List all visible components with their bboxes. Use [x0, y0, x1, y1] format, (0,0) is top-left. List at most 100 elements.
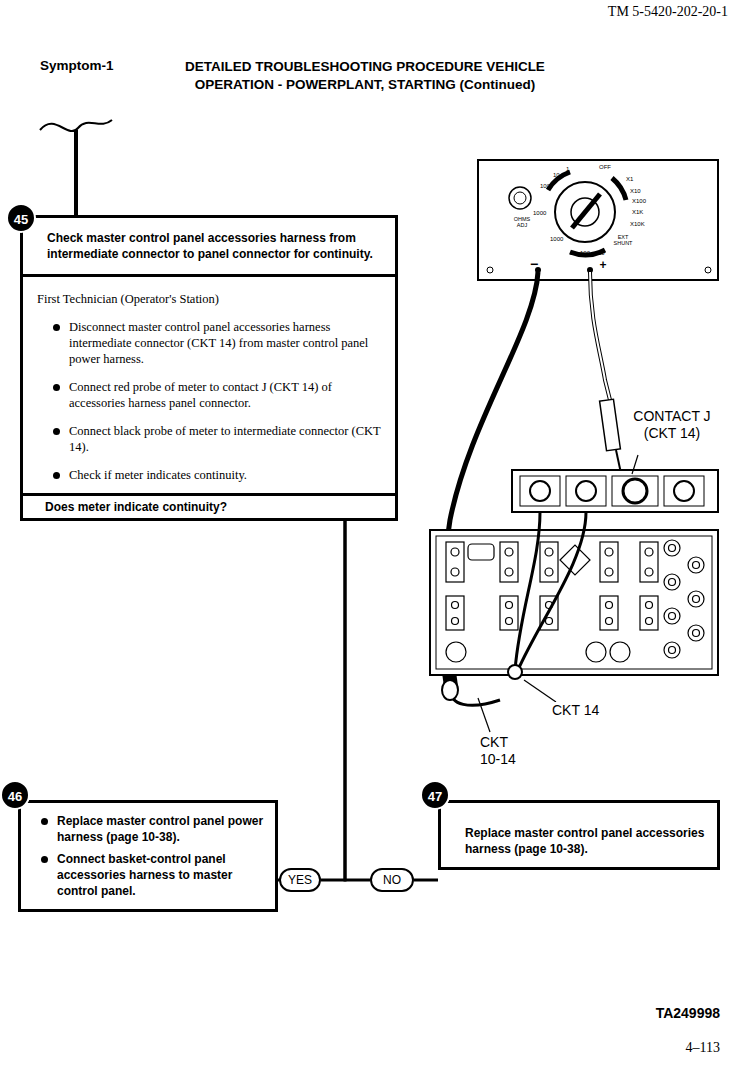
panel-part — [452, 602, 459, 609]
panel-part — [545, 568, 553, 576]
label-text: CONTACT J (CKT 14) — [622, 408, 722, 442]
node-text: YES — [281, 873, 319, 887]
panel-part — [600, 542, 618, 582]
label-text: 100 — [540, 183, 556, 189]
panel-part — [669, 647, 676, 654]
panel-part — [505, 568, 513, 576]
panel-part — [505, 548, 513, 556]
label-text: TM 5-5420-202-20-1 — [588, 4, 728, 20]
label-text: 1000 — [533, 210, 553, 216]
label-text: CKT 14 — [552, 702, 602, 719]
bullet-item: Disconnect master control panel accessor… — [37, 319, 385, 367]
label-text: X1 — [626, 176, 646, 182]
bullet-item: Connect red probe of meter to contact J … — [37, 379, 385, 411]
page-title: DETAILED TROUBLESHOOTING PROCEDURE VEHIC… — [175, 58, 555, 94]
label-text: OHMS ADJ — [508, 216, 536, 228]
question-band: Does meter indicate continuity? — [23, 493, 395, 518]
panel-part — [669, 545, 676, 552]
node-text: Does meter indicate continuity? — [45, 500, 385, 514]
panel-part — [452, 618, 459, 625]
panel-part — [605, 548, 613, 556]
node-text: Replace master control panel accessories… — [465, 825, 709, 857]
flow-connector — [345, 518, 370, 880]
label-text: TA249998 — [600, 1005, 720, 1021]
node-text: Check if meter indicates continuity. — [69, 467, 247, 483]
label-text: 4–113 — [640, 1040, 720, 1056]
panel-part — [586, 642, 606, 662]
node-text: Check master control panel accessories h… — [23, 218, 395, 274]
bullet-dot — [41, 856, 48, 863]
panel-part — [451, 568, 459, 576]
panel-part — [540, 542, 558, 582]
node-text: Disconnect master control panel accessor… — [69, 319, 385, 367]
panel-part — [468, 544, 494, 560]
panel-part — [646, 602, 653, 609]
label-text: CKT 10-14 — [480, 734, 530, 768]
panel-part — [446, 642, 466, 662]
panel-part — [446, 542, 464, 582]
panel-part — [500, 542, 518, 582]
bullet-dot — [53, 324, 60, 331]
node-text: Connect black probe of meter to intermed… — [69, 423, 385, 455]
node-text: Connect basket-control panel accessories… — [57, 851, 267, 899]
panel-part — [664, 642, 680, 658]
label-text: 1000 — [550, 236, 570, 242]
panel-part — [640, 542, 658, 582]
label-text: 100 — [580, 250, 596, 256]
panel-part — [545, 548, 553, 556]
panel-part — [693, 562, 700, 569]
node-text: First Technician (Operator's Station) — [37, 291, 385, 307]
node-text: Connect red probe of meter to contact J … — [69, 379, 385, 411]
panel-part — [506, 618, 513, 625]
panel-part — [688, 591, 704, 607]
panel-part — [606, 618, 613, 625]
flow-connector — [321, 518, 345, 880]
label-text: X100 — [632, 198, 656, 204]
node-text: Replace master control panel power harne… — [57, 813, 267, 845]
panel-part — [610, 642, 630, 662]
label-text: 10 — [598, 250, 612, 256]
panel-part — [451, 548, 459, 556]
process-box: Check master control panel accessories h… — [20, 215, 398, 521]
label-text: EXT SHUNT — [611, 234, 635, 246]
label-text: 10 — [553, 172, 567, 178]
panel-part — [645, 568, 653, 576]
bullet-dot — [53, 384, 60, 391]
label-text: X10K — [630, 221, 654, 227]
bullet-item: Replace master control panel power harne… — [41, 813, 267, 845]
label-text: X1K — [632, 209, 652, 215]
decision-oval: NO — [370, 868, 414, 892]
bullet-item: Connect black probe of meter to intermed… — [37, 423, 385, 455]
label-text: Symptom-1 — [40, 58, 140, 73]
bullet-dot — [41, 818, 48, 825]
bullet-dot — [53, 428, 60, 435]
panel-part — [645, 548, 653, 556]
bullet-dot — [53, 472, 60, 479]
panel-part — [664, 540, 680, 556]
callout-number: 46 — [0, 780, 30, 810]
panel-part — [600, 596, 618, 630]
panel-part — [646, 618, 653, 625]
panel-part — [693, 596, 700, 603]
panel-part — [664, 608, 680, 624]
decision-oval: YES — [279, 868, 321, 892]
panel-part — [605, 568, 613, 576]
panel-part — [664, 574, 680, 590]
process-box: Replace master control panel accessories… — [438, 800, 720, 870]
panel-part — [669, 613, 676, 620]
panel-part — [640, 596, 658, 630]
bullet-item: Check if meter indicates continuity. — [37, 467, 385, 483]
panel-part — [688, 557, 704, 573]
process-box: First Technician (Operator's Station) Dis… — [23, 274, 395, 493]
label-text: OFF — [599, 164, 629, 170]
callout-number: 45 — [6, 203, 36, 233]
panel-part — [446, 596, 464, 630]
panel-part — [688, 625, 704, 641]
label-text: X10 — [630, 188, 650, 194]
panel-part — [500, 596, 518, 630]
callout-number: 47 — [420, 780, 450, 810]
panel-part — [546, 618, 553, 625]
panel-part — [693, 630, 700, 637]
label-text: + — [596, 258, 610, 272]
panel-part — [669, 579, 676, 586]
